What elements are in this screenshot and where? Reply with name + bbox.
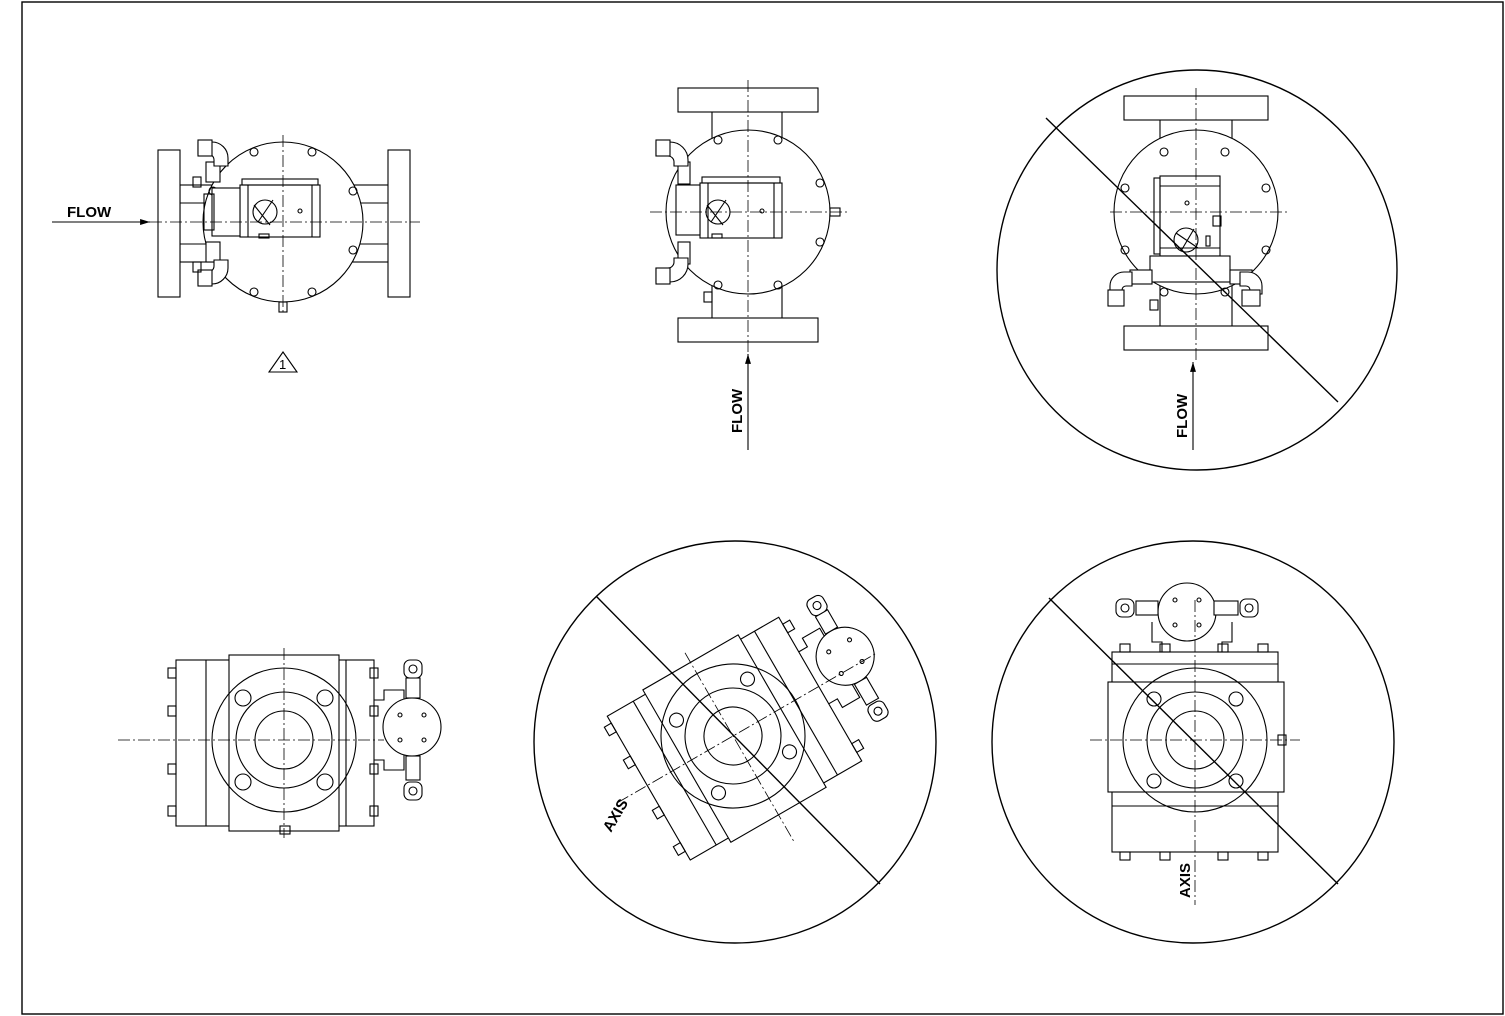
sensor-block [1149,255,1231,283]
view-end-register-top-prohibited: AXIS [991,540,1395,944]
register-housing [239,184,321,238]
sheet-border [21,1,1504,1015]
bolt-holes [1120,147,1271,297]
prohibited-circle [533,540,937,944]
bolt-holes [1146,691,1244,789]
register-housing [1159,175,1221,257]
axis-label-center: AXIS [600,796,632,835]
register-housing [699,182,783,239]
prohibited-slash [1045,117,1339,403]
sensor-block [211,187,241,237]
prohibited-circle [991,540,1395,944]
fitting-right [1213,600,1239,616]
view-horizontal-flow: FLOW 1 [52,135,420,373]
flow-label-left: FLOW [67,204,112,221]
view-end-register-side [118,648,442,838]
prohibited-slash [595,595,881,885]
bolt-holes [713,135,825,290]
axis-label-right: AXIS [1177,863,1194,898]
flow-label-right: FLOW [1174,393,1191,438]
fitting-bottom [405,755,421,781]
register-dial [1173,227,1199,253]
fitting-top [205,161,221,183]
revision-note: 1 [279,357,286,372]
prohibited-circle [996,69,1398,471]
view-vertical-flow-inverted-prohibited: FLOW [996,69,1398,471]
prohibited-slash [1048,597,1339,885]
view-vertical-flow: FLOW [650,80,850,450]
bolt-holes [234,689,334,791]
inlet-flange [157,149,181,298]
flow-label-center: FLOW [729,388,746,433]
register-dial [252,199,278,225]
register-head [382,697,442,757]
fitting-top [405,677,421,699]
fitting-bottom [205,241,221,263]
outlet-flange [387,149,411,298]
sensor-block [675,184,701,236]
register-head [1157,582,1217,642]
revision-triangle-icon [267,351,299,373]
view-end-tilted-prohibited: AXIS [533,540,937,944]
fitting-left [1129,269,1153,285]
fitting-left [1135,600,1159,616]
